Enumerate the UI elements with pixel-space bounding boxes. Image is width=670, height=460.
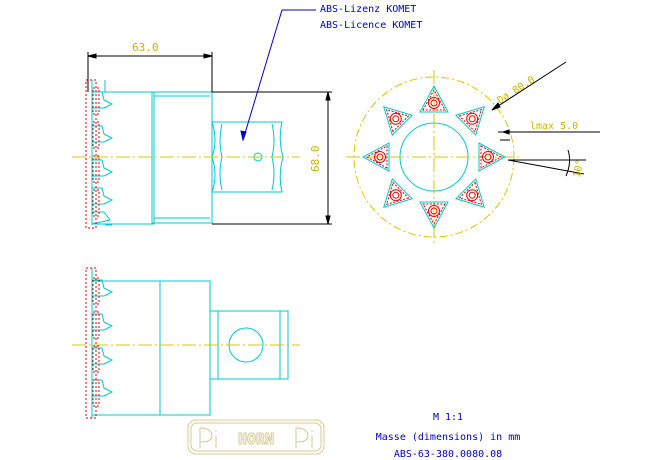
insert-8 — [383, 106, 414, 137]
logo-text: HORN — [238, 430, 274, 448]
dim-height — [212, 91, 332, 225]
units-label: Masse (dimensions) in mm — [376, 432, 521, 443]
insert-2 — [454, 106, 485, 137]
insert-5 — [419, 201, 449, 230]
annotation-leader — [240, 9, 316, 142]
abs-coupling — [211, 121, 284, 193]
dim-length-label: 63.0 — [132, 41, 159, 54]
annotation-line-2: ABS-Licence KOMET — [320, 20, 422, 31]
horn-logo: HORN — [187, 419, 325, 455]
bottom-view-inserts — [85, 267, 100, 419]
front-inserts — [361, 84, 507, 230]
dim-diameter-label: Dø 80.0 — [496, 74, 537, 106]
cutter-teeth-profile-bottom — [91, 268, 114, 418]
insert-7 — [361, 142, 390, 172]
part-number-label: ABS-63-380.0080.08 — [394, 449, 502, 460]
dim-diameter — [491, 61, 567, 111]
insert-4 — [454, 177, 485, 208]
insert-6 — [383, 177, 414, 208]
dim-angle — [507, 149, 586, 177]
cutter-body — [91, 91, 155, 225]
dim-lmax-label: lmax 5.0 — [530, 121, 578, 132]
top-view-inserts — [85, 79, 100, 229]
shank-block-bottom — [159, 280, 211, 416]
bottom-side-view — [91, 268, 289, 418]
cutter-teeth-profile — [91, 80, 114, 226]
dim-lmax — [498, 129, 600, 141]
dim-length — [87, 52, 213, 92]
annotation-line-1: ABS-Lizenz KOMET — [320, 4, 416, 15]
insert-3 — [478, 142, 507, 172]
dim-angle-label: 10° — [572, 159, 586, 179]
scale-label: M 1:1 — [433, 412, 463, 423]
insert-1 — [419, 84, 449, 113]
dim-height-label: 68.0 — [309, 146, 322, 173]
front-view — [346, 70, 522, 244]
